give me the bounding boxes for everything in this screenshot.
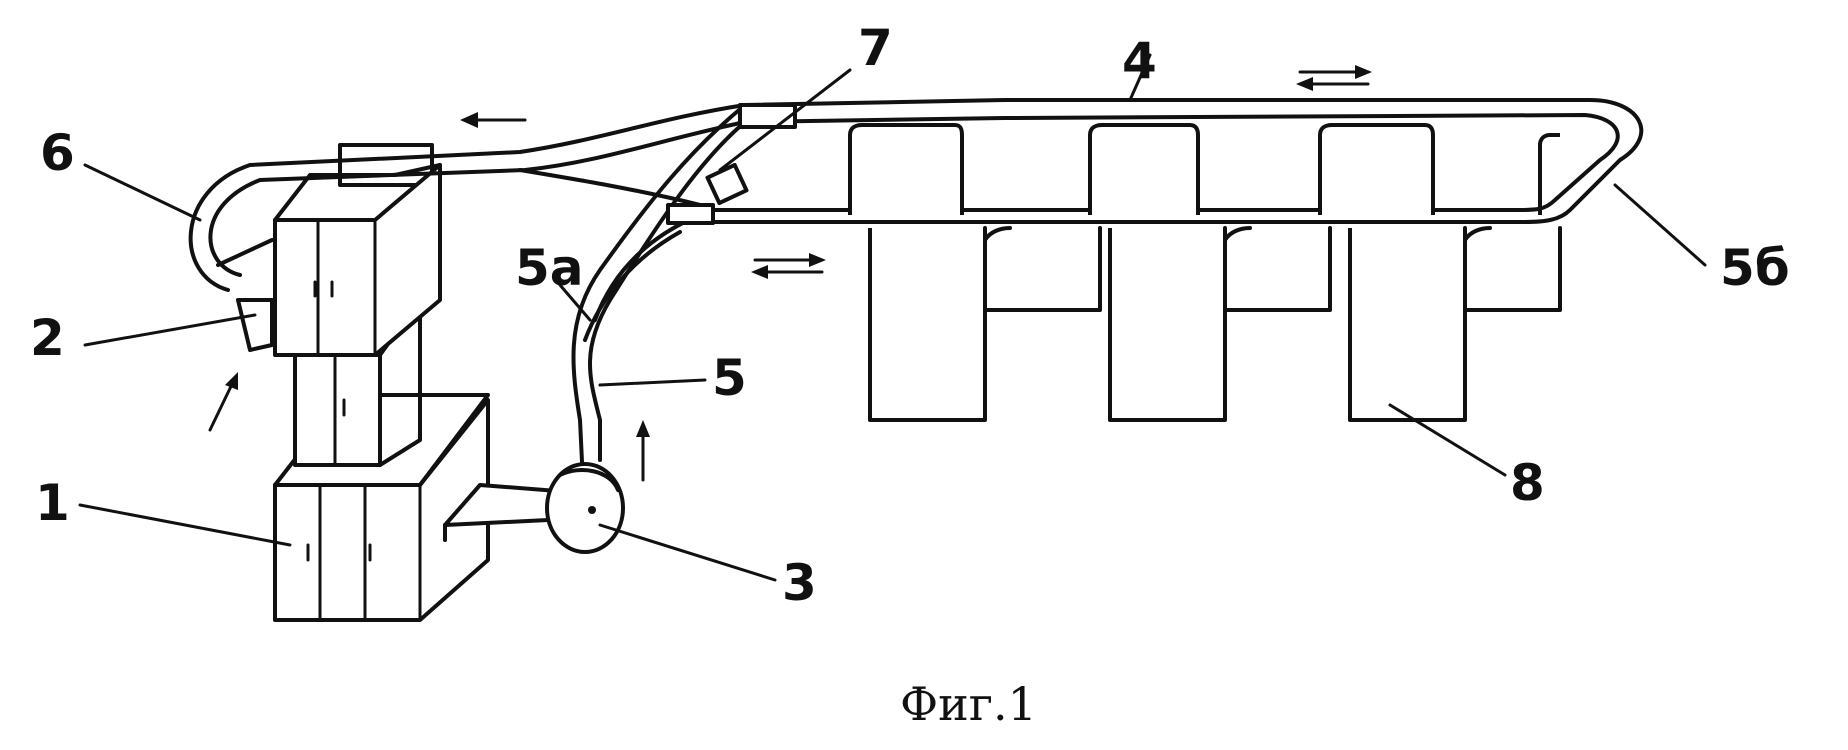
label-6: 6	[40, 124, 75, 182]
conveyor-4	[850, 125, 1560, 420]
label-5a: 5a	[515, 239, 584, 297]
label-4: 4	[1122, 32, 1157, 90]
label-5: 5	[712, 349, 747, 407]
label-1: 1	[35, 474, 70, 532]
label-2: 2	[30, 309, 65, 367]
label-7: 7	[858, 19, 893, 77]
figure-caption: Фиг.1	[900, 677, 1037, 731]
label-5b: 5б	[1720, 239, 1790, 297]
label-3: 3	[782, 554, 817, 612]
label-8: 8	[1510, 454, 1545, 512]
